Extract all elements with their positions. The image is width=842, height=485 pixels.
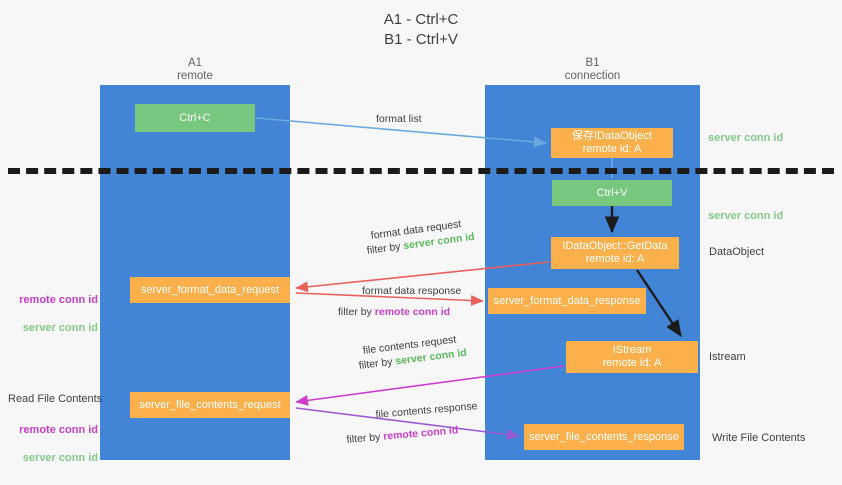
annotation-read-file-contents: Read File Contents xyxy=(8,393,103,405)
annotation-remote-conn-id: remote conn id xyxy=(19,424,98,436)
annotation-write-file-contents: Write File Contents xyxy=(712,432,806,444)
node-idataobject-getdata[interactable]: IDataObject::GetData remote id: A xyxy=(551,237,679,269)
annotation-conn-ids-file: remote conn id server conn id xyxy=(10,409,98,479)
page-title: A1 - Ctrl+C B1 - Ctrl+V xyxy=(383,11,459,48)
edge-label-format-list: format list xyxy=(376,113,422,125)
edge-label-file-contents-response: file contents response xyxy=(375,400,478,421)
annotation-server-conn-id-mid: server conn id xyxy=(708,210,784,222)
node-ctrl-v[interactable]: Ctrl+V xyxy=(552,180,672,206)
filter-prefix: filter by xyxy=(366,240,405,257)
annotation-istream: Istream xyxy=(709,351,746,363)
annotation-conn-ids-format: remote conn id server conn id xyxy=(10,279,98,349)
annotation-server-conn-id-top: server conn id xyxy=(708,132,784,144)
filter-prefix: filter by xyxy=(346,430,384,446)
node-server-format-data-response[interactable]: server_format_data_response xyxy=(488,288,646,314)
annotation-dataobject: DataObject xyxy=(709,246,765,258)
node-istream[interactable]: IStream remote id: A xyxy=(566,341,698,373)
node-server-file-contents-response[interactable]: server_file_contents_response xyxy=(524,424,684,450)
annotation-server-conn-id: server conn id xyxy=(22,322,98,334)
edge-label-format-data-response: format data response xyxy=(362,285,462,297)
node-save-idataobject[interactable]: 保存IDataObject remote id: A xyxy=(551,128,673,158)
node-ctrl-c[interactable]: Ctrl+C xyxy=(135,104,255,132)
annotation-remote-conn-id: remote conn id xyxy=(19,294,98,306)
lane-header-a1: A1 remote xyxy=(177,57,213,82)
annotation-server-conn-id: server conn id xyxy=(22,452,98,464)
filter-prefix: filter by xyxy=(358,355,397,372)
edge-label-file-contents-response-filter: filter by remote conn id xyxy=(346,423,459,447)
filter-token-remote-conn-id: remote conn id xyxy=(382,424,459,443)
node-server-format-data-request[interactable]: server_format_data_request xyxy=(130,277,290,303)
phase-separator xyxy=(8,168,834,174)
lane-header-b1: B1 connection xyxy=(564,57,621,82)
filter-prefix: filter by xyxy=(338,306,375,318)
node-server-file-contents-request[interactable]: server_file_contents_request xyxy=(130,392,290,418)
edge-label-format-data-response-filter: filter by remote conn id xyxy=(338,305,450,319)
filter-token-remote-conn-id: remote conn id xyxy=(374,306,451,318)
